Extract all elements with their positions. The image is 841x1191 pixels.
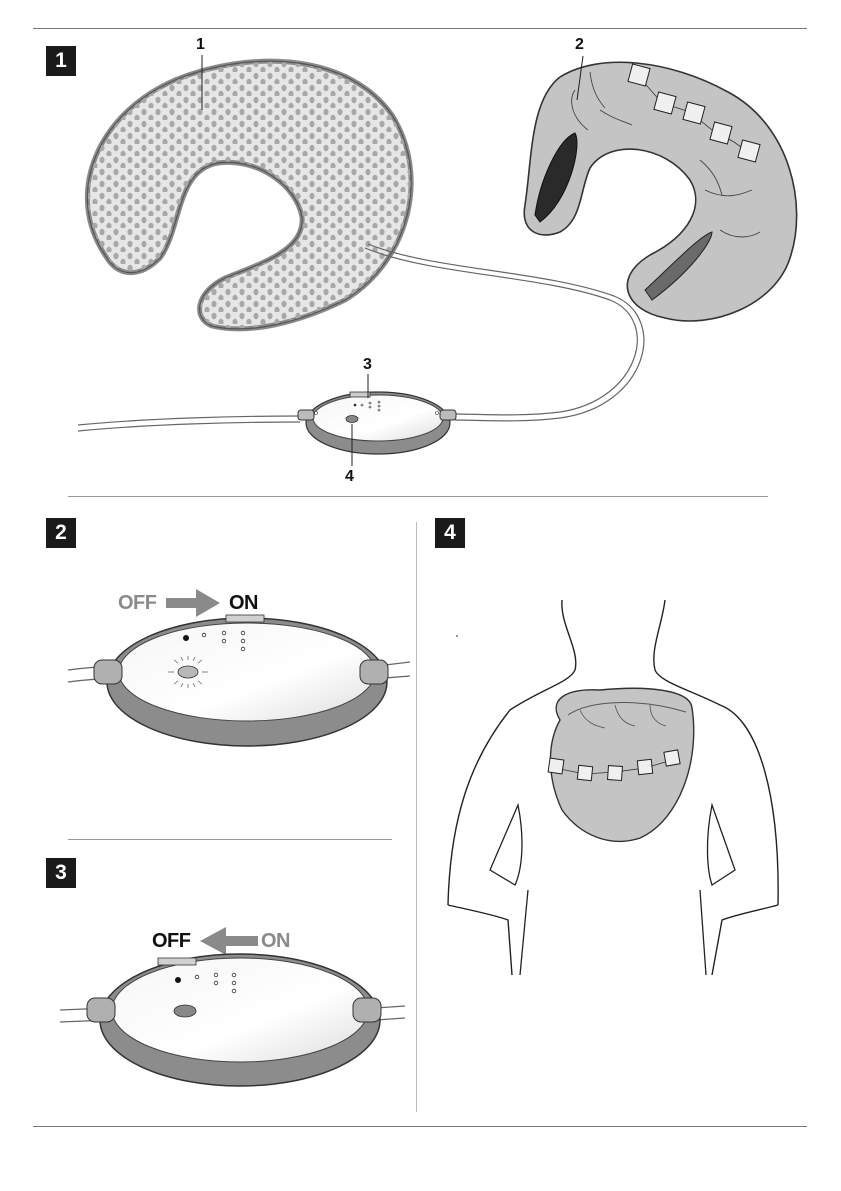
switch-arrow-fig3: [200, 927, 258, 955]
controller-fig2: [68, 615, 410, 746]
person-wearing-cover: [448, 600, 778, 975]
controller-fig1: [298, 392, 456, 454]
switch-arrow-fig2: [166, 589, 220, 617]
controller-fig3: [60, 954, 405, 1086]
heating-pad: [87, 61, 411, 329]
